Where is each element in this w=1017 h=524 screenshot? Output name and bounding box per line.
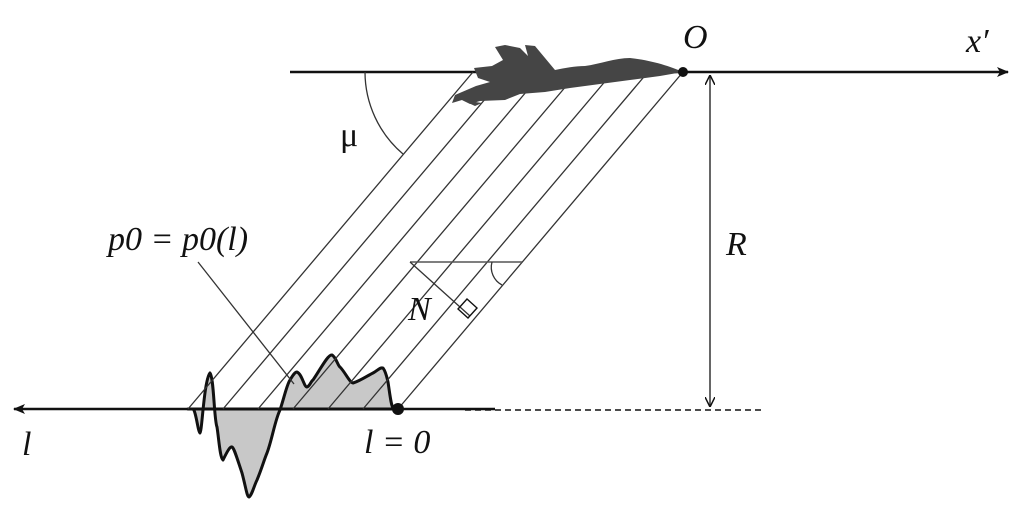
wavefront-line xyxy=(397,71,684,410)
pressure-signal-curve xyxy=(186,353,400,499)
pressure-function-label: p0 = p0(l) xyxy=(106,221,248,258)
l-zero-label: l = 0 xyxy=(364,424,430,461)
angle-mu-label: μ xyxy=(340,117,358,154)
wavefront-line xyxy=(257,71,544,410)
x-prime-label: x′ xyxy=(965,23,989,60)
range-r-label: R xyxy=(725,226,747,263)
wavefront-line xyxy=(327,71,614,410)
wavefront-line xyxy=(362,71,649,410)
l-axis-label: l xyxy=(22,426,31,463)
wavefront-line xyxy=(292,71,579,410)
angle-mu-arc xyxy=(364,71,404,155)
pressure-label-leader xyxy=(197,261,295,385)
parallel-wavefront-lines xyxy=(187,71,684,410)
wavefront-line xyxy=(222,71,509,410)
aircraft-icon xyxy=(452,45,683,106)
origin-label: O xyxy=(683,19,708,56)
wavefront-line xyxy=(187,71,474,410)
right-angle-marker xyxy=(457,298,478,319)
normal-n-label: N xyxy=(407,291,433,328)
origin-point xyxy=(678,67,688,77)
normal-angle-arc xyxy=(490,261,503,286)
l-zero-point xyxy=(392,403,404,415)
